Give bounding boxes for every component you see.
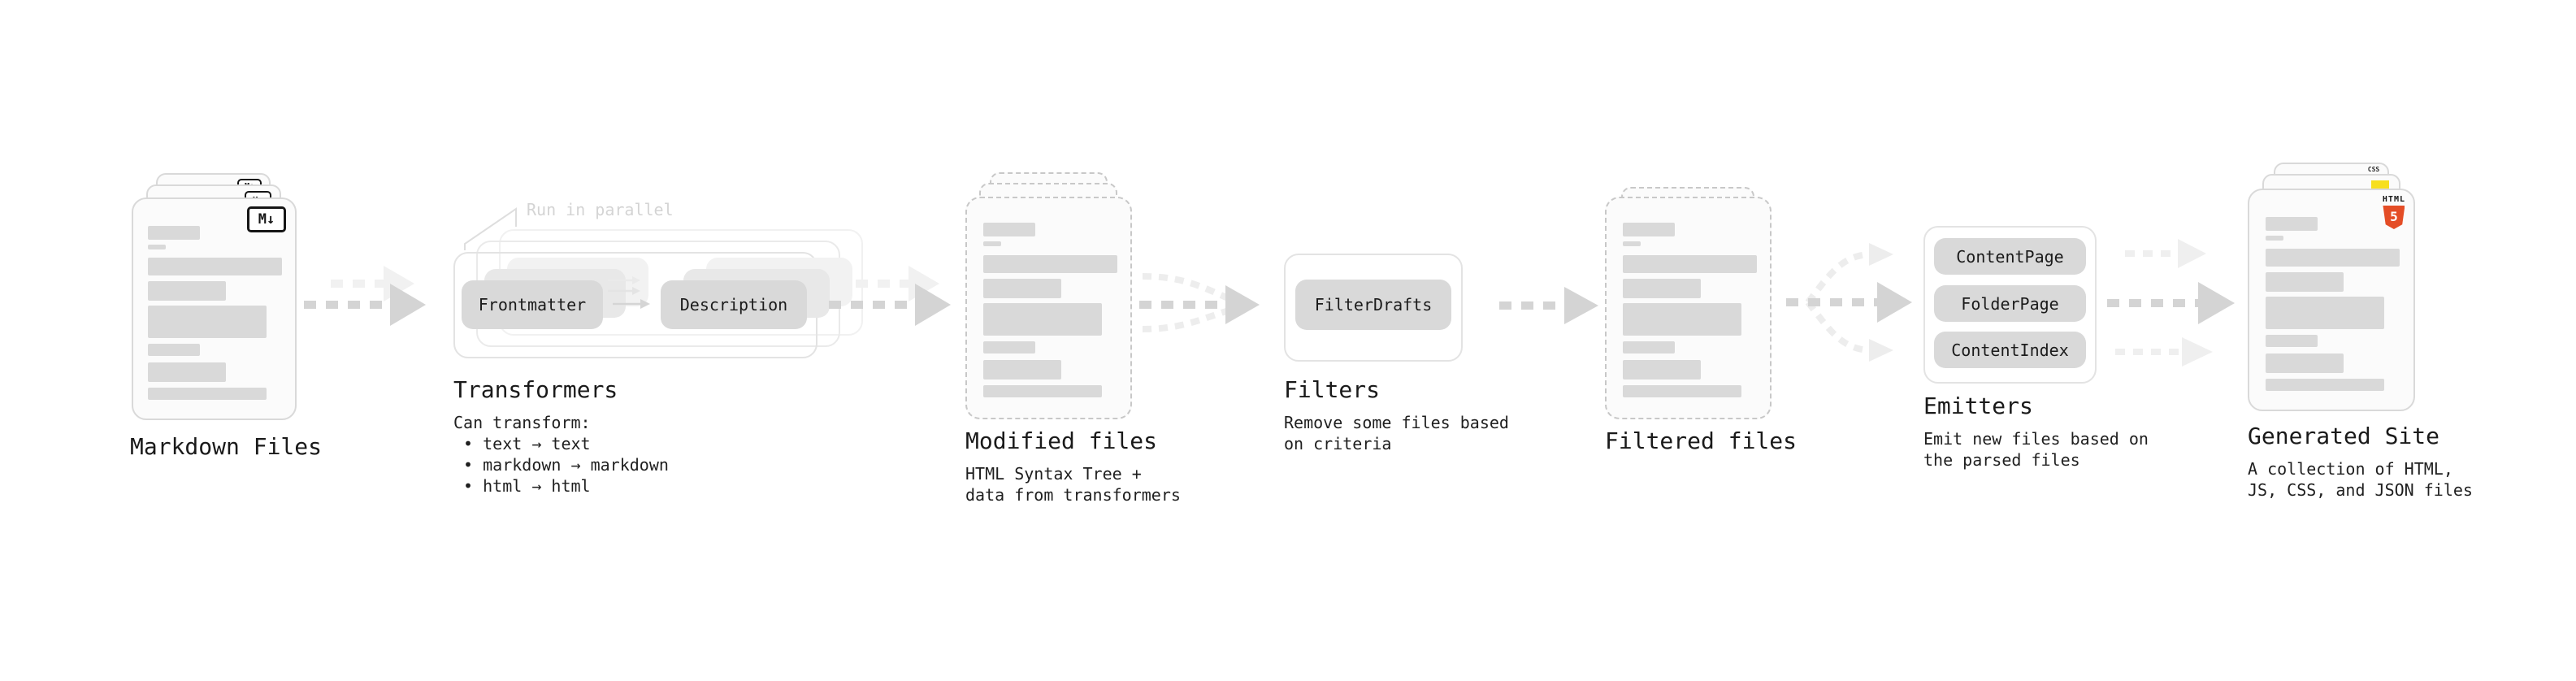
skeleton-bar bbox=[983, 279, 1061, 298]
file-card-front: HTML 5 bbox=[2248, 189, 2415, 411]
skeleton-bar bbox=[2266, 272, 2344, 292]
emitter-pill-contentindex: ContentIndex bbox=[1934, 332, 2086, 368]
skeleton-bar bbox=[1623, 341, 1675, 354]
skeleton-bar bbox=[148, 362, 226, 382]
skeleton-bar bbox=[2266, 354, 2344, 373]
skeleton-bar bbox=[1623, 303, 1741, 336]
skeleton-bar bbox=[1623, 223, 1675, 236]
emitter-pill-contentpage: ContentPage bbox=[1934, 238, 2086, 275]
skeleton-bar bbox=[983, 360, 1061, 380]
flow-arrows-parallel bbox=[2107, 239, 2235, 367]
stage-title: Filtered files bbox=[1605, 427, 1798, 454]
transformer-pill-frontmatter: Frontmatter bbox=[462, 280, 603, 329]
stage-description-line: JS, CSS, and JSON files bbox=[2248, 480, 2473, 500]
file-card-front: M↓ bbox=[132, 197, 297, 420]
skeleton-bar bbox=[148, 226, 200, 240]
skeleton-bar bbox=[148, 245, 166, 249]
filter-pill-filterdrafts: FilterDrafts bbox=[1295, 280, 1451, 330]
stage-title: Transformers bbox=[453, 376, 618, 403]
stage-description-line: • text → text bbox=[453, 434, 591, 453]
stage-title: Generated Site bbox=[2248, 423, 2440, 449]
stage-description-line: data from transformers bbox=[965, 485, 1181, 505]
stage-description-line: the parsed files bbox=[1923, 450, 2080, 470]
stage-description-line: Emit new files based on bbox=[1923, 429, 2149, 449]
skeleton-bar bbox=[1623, 255, 1757, 273]
stage-description-line: HTML Syntax Tree + bbox=[965, 464, 1142, 484]
file-card-front bbox=[965, 197, 1132, 419]
flow-arrow-merge bbox=[1139, 273, 1260, 332]
markdown-icon: M↓ bbox=[247, 206, 286, 232]
skeleton-bar bbox=[148, 306, 267, 338]
skeleton-bar bbox=[148, 281, 226, 301]
stage-description-line: • html → html bbox=[453, 476, 591, 496]
parallel-arrows bbox=[608, 276, 650, 309]
stage-title: Emitters bbox=[1923, 393, 2033, 419]
flow-arrow-double bbox=[829, 266, 951, 326]
emitter-pill-folderpage: FolderPage bbox=[1934, 285, 2086, 322]
skeleton-bar bbox=[983, 241, 1001, 246]
run-in-parallel-note: Run in parallel bbox=[527, 200, 674, 219]
skeleton-bar bbox=[983, 223, 1035, 236]
flow-arrow-double bbox=[304, 266, 426, 326]
transformer-pill-description: Description bbox=[661, 280, 807, 329]
skeleton-bar bbox=[983, 341, 1035, 354]
stage-description-line: • markdown → markdown bbox=[453, 455, 669, 475]
skeleton-bar bbox=[2266, 236, 2283, 241]
skeleton-bar bbox=[1623, 279, 1701, 298]
filters-box bbox=[1284, 254, 1463, 362]
skeleton-bar bbox=[148, 388, 267, 400]
flow-arrow bbox=[1499, 287, 1598, 324]
skeleton-bar bbox=[983, 385, 1102, 397]
stage-description-line: on criteria bbox=[1284, 434, 1392, 453]
skeleton-bar bbox=[2266, 297, 2384, 329]
emitters-box bbox=[1923, 226, 2097, 384]
file-card-front bbox=[1605, 197, 1772, 419]
flow-arrow-fanout bbox=[1786, 243, 1912, 362]
note-connector-line bbox=[464, 207, 517, 250]
stage-title: Filters bbox=[1284, 376, 1381, 403]
skeleton-bar bbox=[983, 303, 1102, 336]
skeleton-bar bbox=[2266, 217, 2318, 231]
skeleton-bar bbox=[983, 255, 1117, 273]
stage-title: Markdown Files bbox=[130, 433, 323, 460]
stage-description-line: A collection of HTML, bbox=[2248, 459, 2453, 479]
skeleton-bar bbox=[148, 344, 200, 356]
skeleton-bar bbox=[2266, 335, 2318, 347]
skeleton-bar bbox=[2266, 379, 2384, 391]
skeleton-bar bbox=[1623, 385, 1741, 397]
stage-description-line: Remove some files based bbox=[1284, 413, 1509, 432]
js-icon bbox=[2371, 180, 2389, 190]
stage-title: Modified files bbox=[965, 427, 1158, 454]
skeleton-bar bbox=[2266, 249, 2400, 267]
skeleton-bar bbox=[148, 258, 282, 275]
html5-icon: HTML 5 bbox=[2383, 196, 2405, 229]
skeleton-bar bbox=[1623, 241, 1641, 246]
skeleton-bar bbox=[1623, 360, 1701, 380]
stage-description-line: Can transform: bbox=[453, 413, 591, 432]
